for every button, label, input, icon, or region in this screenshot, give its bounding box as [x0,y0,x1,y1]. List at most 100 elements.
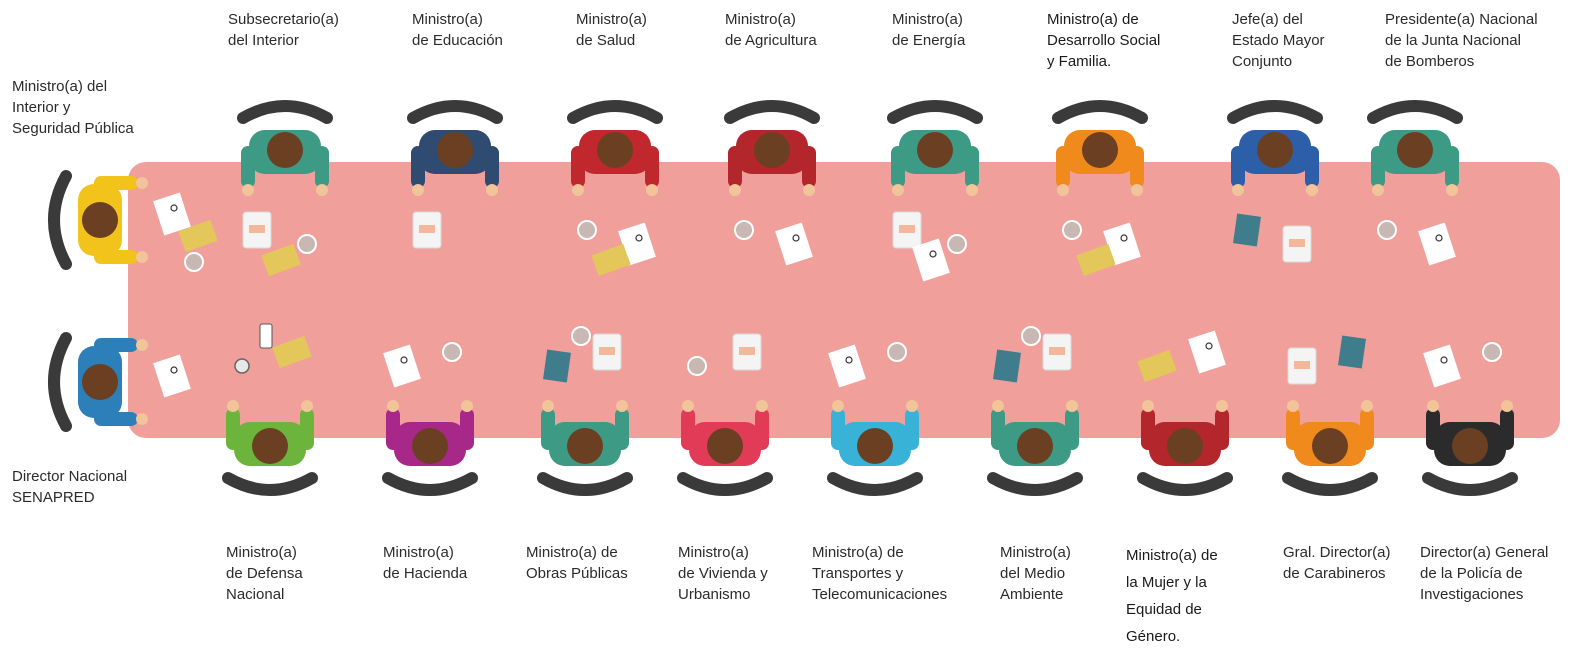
hand-icon [1427,400,1439,412]
person-bottom-5 [987,326,1083,496]
arm-right-icon [1305,146,1319,188]
hand-icon [461,400,473,412]
hand-icon [832,400,844,412]
arm-bottom-icon [94,250,138,264]
cup-icon [1062,220,1082,240]
chair-icon [1227,100,1323,124]
arm-left-icon [241,146,255,188]
arm-left-icon [831,408,845,450]
hand-icon [412,184,424,196]
person-bottom-1 [382,342,478,496]
arm-left-icon [386,408,400,450]
glasses-icon [635,234,643,242]
chair-icon [827,472,923,496]
label-jefe-estado-mayor: Jefe(a) del Estado Mayor Conjunto [1232,11,1325,70]
cup-icon [1377,220,1397,240]
chair-icon [1137,472,1233,496]
glasses-icon [929,250,937,258]
glasses-icon [170,204,178,212]
chair-icon [1052,100,1148,124]
chair-icon [567,100,663,124]
arm-right-icon [965,146,979,188]
paper-icon [828,344,866,388]
person-bottom-0 [222,323,318,496]
arm-left-icon [1141,408,1155,450]
label-presidente-bomberos: Presidente(a) Nacional de la Junta Nacio… [1385,11,1538,70]
hand-icon [1372,184,1384,196]
head-icon [1257,132,1293,168]
arm-left-icon [226,408,240,450]
arm-right-icon [1500,408,1514,450]
label-ministro-salud: Ministro(a) de Salud [576,11,647,49]
arm-left-icon [1231,146,1245,188]
cup-icon [297,234,317,254]
chair-icon [1282,472,1378,496]
arm-left-icon [1056,146,1070,188]
hand-icon [1216,400,1228,412]
label-ministro-defensa: Ministro(a) de Defensa Nacional [226,544,303,603]
label-ministro-educacion: Ministro(a) de Educación [412,11,503,49]
chair-icon [887,100,983,124]
hand-icon [1306,184,1318,196]
glasses-icon [1120,234,1128,242]
arm-right-icon [1360,408,1374,450]
chair-icon [724,100,820,124]
paper-icon [153,192,191,236]
label-director-senapred: Director Nacional SENAPRED [12,468,128,506]
paper-icon [1423,344,1461,388]
person-top-1 [407,100,503,249]
arm-right-icon [802,146,816,188]
cup-icon [577,220,597,240]
label-ministro-medio-ambiente: Ministro(a) del Medio Ambiente [1000,544,1071,603]
arm-right-icon [645,146,659,188]
hand-icon [1361,400,1373,412]
arm-right-icon [1130,146,1144,188]
head-icon [252,428,288,464]
person-bottom-6 [1137,330,1233,496]
head-icon [597,132,633,168]
folder-icon [591,243,631,277]
person-head-top [48,170,218,272]
hand-icon [316,184,328,196]
book-icon [1233,213,1261,247]
person-head-bottom [48,332,191,432]
hand-icon [1232,184,1244,196]
person-bottom-2 [537,326,633,496]
head-icon [1017,428,1053,464]
head-icon [1167,428,1203,464]
head-icon [437,132,473,168]
person-top-6 [1227,100,1323,263]
arm-right-icon [615,408,629,450]
arm-left-icon [991,408,1005,450]
head-icon [917,132,953,168]
head-icon [82,364,118,400]
paper-icon [1418,222,1456,266]
folder-icon [1137,349,1177,383]
folder-icon [178,219,218,253]
chair-icon [222,472,318,496]
glasses-icon [170,366,178,374]
person-top-3 [724,100,820,266]
person-bottom-3 [677,333,773,496]
cup-icon [184,252,204,272]
hand-icon [136,251,148,263]
tablet-screen-icon [1294,361,1310,369]
paper-icon [618,222,656,266]
hand-icon [387,400,399,412]
arm-left-icon [681,408,695,450]
person-top-2 [567,100,663,277]
folder-icon [261,243,301,277]
hand-icon [906,400,918,412]
arm-right-icon [485,146,499,188]
tablet-screen-icon [1289,239,1305,247]
chair-icon [1422,472,1518,496]
person-bottom-8 [1422,342,1518,496]
label-ministro-obras-publicas: Ministro(a) de Obras Públicas [526,544,628,582]
magnifier-icon [234,358,250,374]
hand-icon [1446,184,1458,196]
head-icon [707,428,743,464]
label-director-carabineros: Gral. Director(a) de Carabineros [1283,544,1391,582]
cup-icon [442,342,462,362]
book-icon [1338,335,1366,369]
